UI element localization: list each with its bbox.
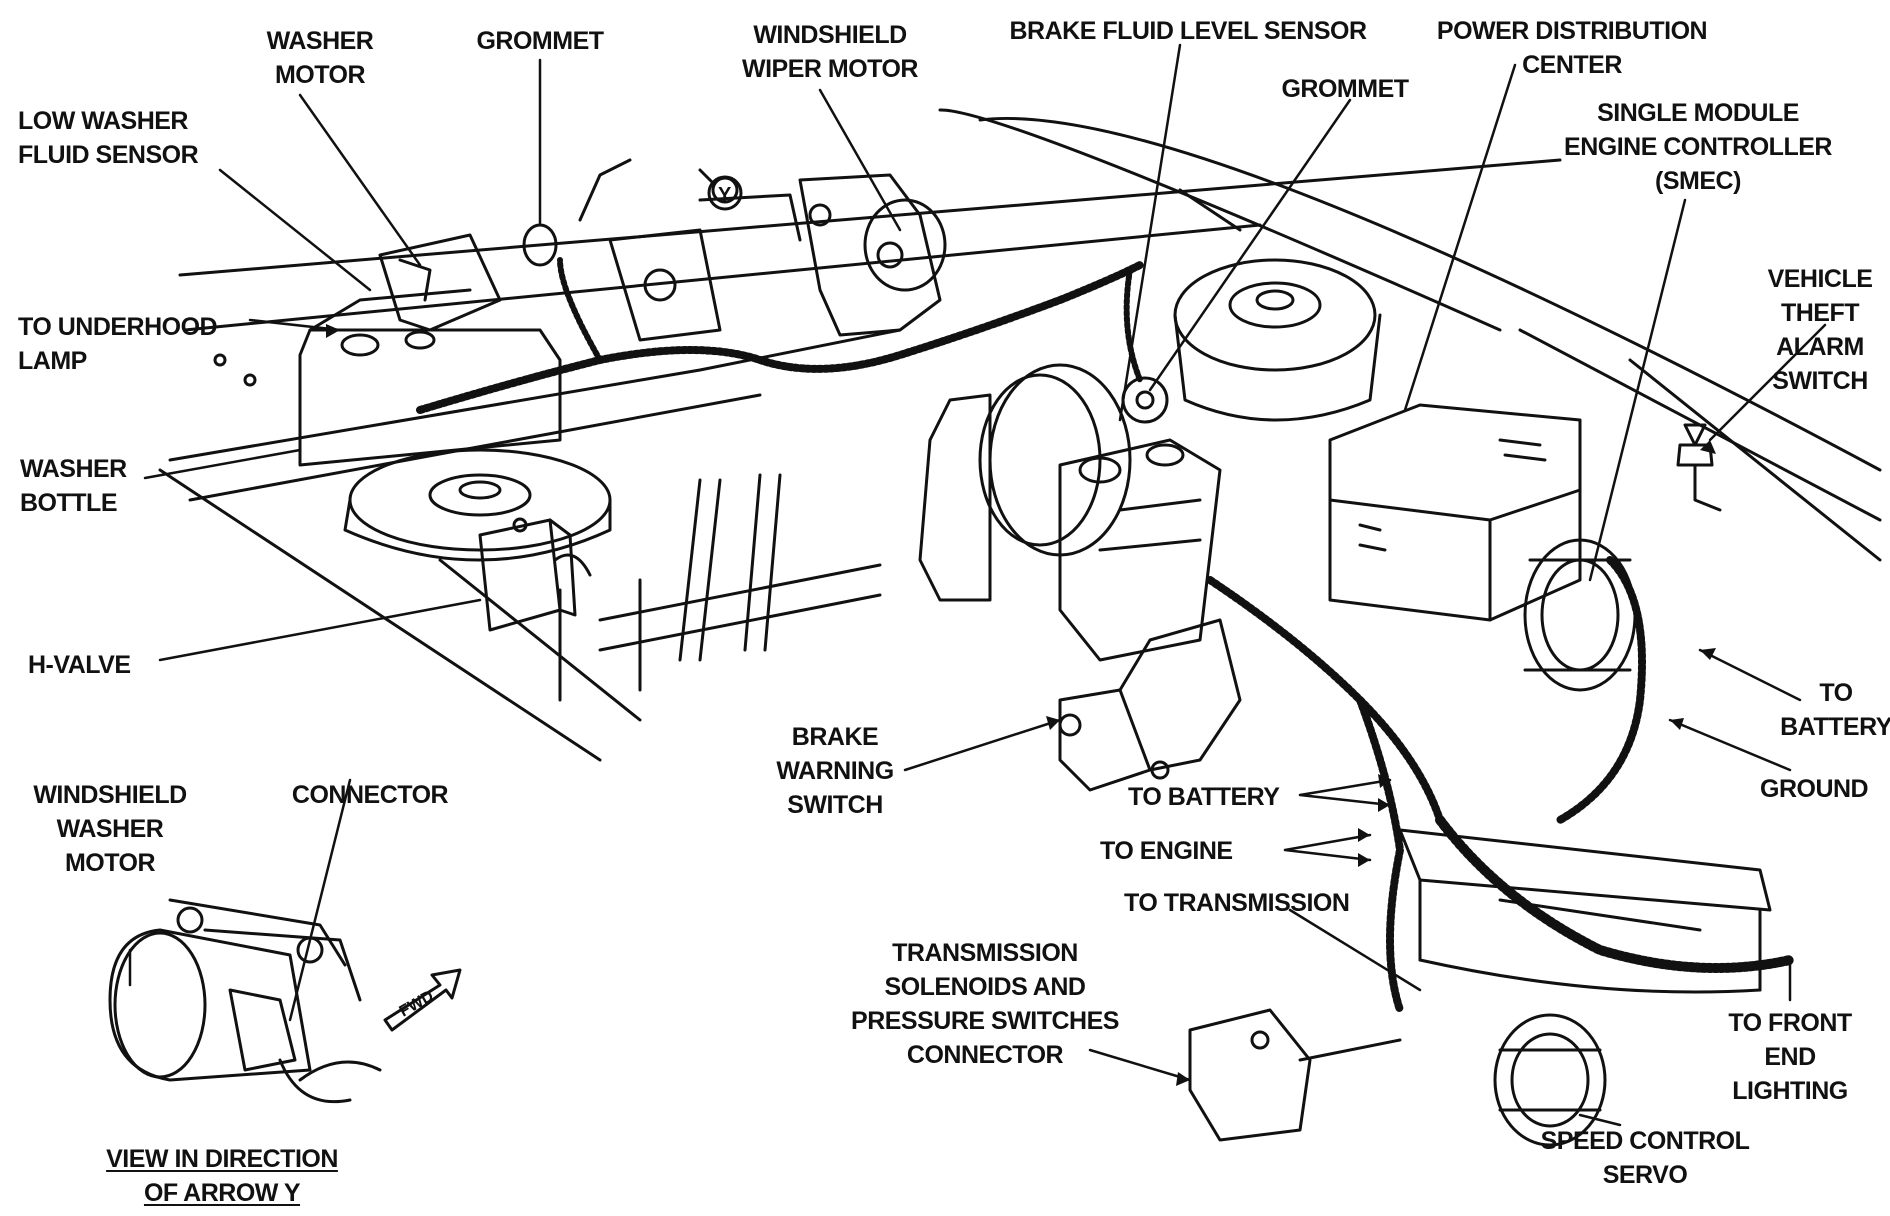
label-vehicle-theft-alarm-switch: VEHICLE THEFT ALARM SWITCH bbox=[1767, 265, 1873, 395]
theft-alarm-switch bbox=[1676, 423, 1722, 512]
fwd-text: FWD bbox=[397, 988, 437, 1021]
label-grommet-right: GROMMET bbox=[1281, 75, 1409, 103]
main-harness bbox=[416, 257, 1144, 414]
label-to-engine: TO ENGINE bbox=[1100, 837, 1233, 865]
air-cleaner bbox=[1173, 258, 1382, 422]
label-brake-fluid-level-sensor: BRAKE FLUID LEVEL SENSOR bbox=[1009, 17, 1367, 45]
arrowheads[interactable] bbox=[326, 324, 1716, 1086]
label-h-valve: H-VALVE bbox=[28, 651, 131, 679]
label-view-in-direction-of-arrow-y: VIEW IN DIRECTION OF ARROW Y bbox=[106, 1145, 338, 1207]
label-brake-warning-switch: BRAKE WARNING SWITCH bbox=[776, 723, 894, 819]
cross-brace bbox=[598, 473, 882, 662]
label-power-distribution-center: POWER DISTRIBUTION CENTER bbox=[1436, 17, 1708, 79]
right-harness bbox=[1206, 556, 1795, 1014]
label-windshield-wiper-motor: WINDSHIELD WIPER MOTOR bbox=[742, 21, 918, 83]
label-connector: CONNECTOR bbox=[291, 781, 449, 809]
h-valve-block bbox=[478, 517, 592, 632]
brake-warning-switch-block bbox=[1058, 618, 1242, 792]
master-cylinder bbox=[1058, 376, 1222, 662]
leader-lines bbox=[128, 43, 1827, 1127]
wiper-motor-bracket bbox=[698, 173, 947, 337]
arrow-y-marker: Y bbox=[698, 168, 743, 211]
label-to-transmission: TO TRANSMISSION bbox=[1124, 889, 1350, 917]
transmission-connector-shape bbox=[1188, 1008, 1402, 1142]
label-to-underhood-lamp: TO UNDERHOOD LAMP bbox=[18, 313, 218, 375]
cowl-panel bbox=[158, 108, 1882, 762]
label-transmission-connector: TRANSMISSION SOLENOIDS AND PRESSURE SWIT… bbox=[851, 939, 1119, 1069]
label-speed-control-servo: SPEED CONTROL SERVO bbox=[1540, 1127, 1750, 1189]
inset-washer-motor bbox=[108, 898, 382, 1104]
fwd-arrow: FWD bbox=[383, 968, 462, 1032]
label-to-front-end-lighting: TO FRONT END LIGHTING bbox=[1728, 1009, 1852, 1105]
label-windshield-washer-motor: WINDSHIELD WASHER MOTOR bbox=[33, 781, 187, 877]
left-strut-tower bbox=[343, 448, 612, 562]
label-to-battery-center: TO BATTERY bbox=[1128, 783, 1280, 811]
label-low-washer-fluid-sensor: LOW WASHER FLUID SENSOR bbox=[18, 107, 199, 169]
washer-bottle-shape bbox=[213, 288, 562, 467]
battery-tray bbox=[1398, 828, 1772, 994]
label-ground: GROUND bbox=[1760, 775, 1869, 803]
label-grommet-left: GROMMET bbox=[476, 27, 604, 55]
label-smec: SINGLE MODULE ENGINE CONTROLLER (SMEC) bbox=[1564, 99, 1832, 195]
speed-control-servo-shape bbox=[1493, 1013, 1607, 1147]
label-washer-bottle: WASHER BOTTLE bbox=[20, 455, 127, 517]
label-to-battery-right: TO BATTERY bbox=[1780, 679, 1890, 741]
label-washer-motor: WASHER MOTOR bbox=[266, 27, 374, 89]
washer-motor-assembly bbox=[378, 158, 739, 342]
power-distribution-center-box bbox=[1328, 403, 1582, 622]
arrow-y-letter: Y bbox=[718, 184, 732, 206]
